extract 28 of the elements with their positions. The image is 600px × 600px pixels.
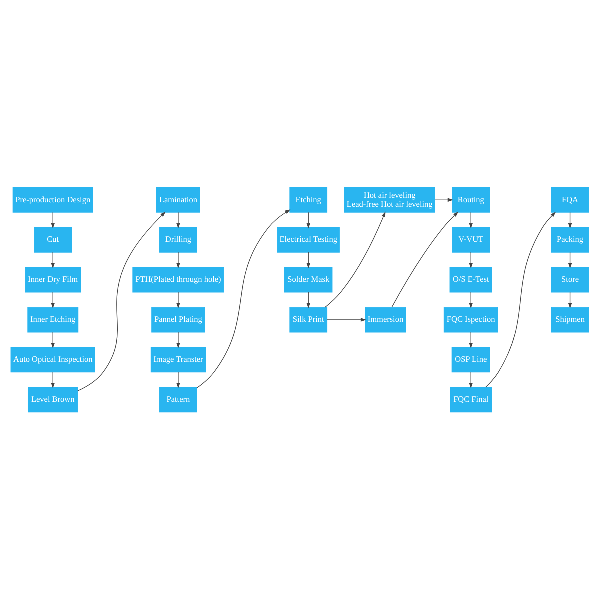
arrow bbox=[469, 372, 474, 388]
arrow bbox=[434, 198, 454, 202]
arrow bbox=[196, 210, 291, 389]
arrow bbox=[324, 212, 386, 308]
arrow bbox=[51, 252, 56, 269]
arrow bbox=[486, 212, 556, 388]
arrow bbox=[392, 212, 459, 308]
arrow bbox=[51, 332, 56, 349]
arrow bbox=[568, 252, 572, 269]
arrow bbox=[568, 212, 572, 229]
arrow bbox=[176, 372, 180, 388]
arrow bbox=[469, 332, 474, 349]
arrow bbox=[176, 292, 180, 309]
arrow bbox=[51, 292, 56, 309]
arrow bbox=[306, 212, 311, 229]
arrow bbox=[469, 252, 474, 269]
arrow bbox=[568, 292, 572, 309]
arrow bbox=[306, 292, 311, 309]
arrow bbox=[78, 212, 166, 392]
arrow bbox=[176, 212, 180, 229]
arrow bbox=[326, 318, 366, 322]
arrow bbox=[306, 252, 311, 269]
arrow bbox=[176, 252, 180, 269]
arrow bbox=[176, 332, 180, 349]
arrow bbox=[469, 292, 474, 309]
arrow bbox=[51, 372, 56, 388]
arrow bbox=[51, 212, 56, 229]
arrow bbox=[469, 212, 474, 229]
